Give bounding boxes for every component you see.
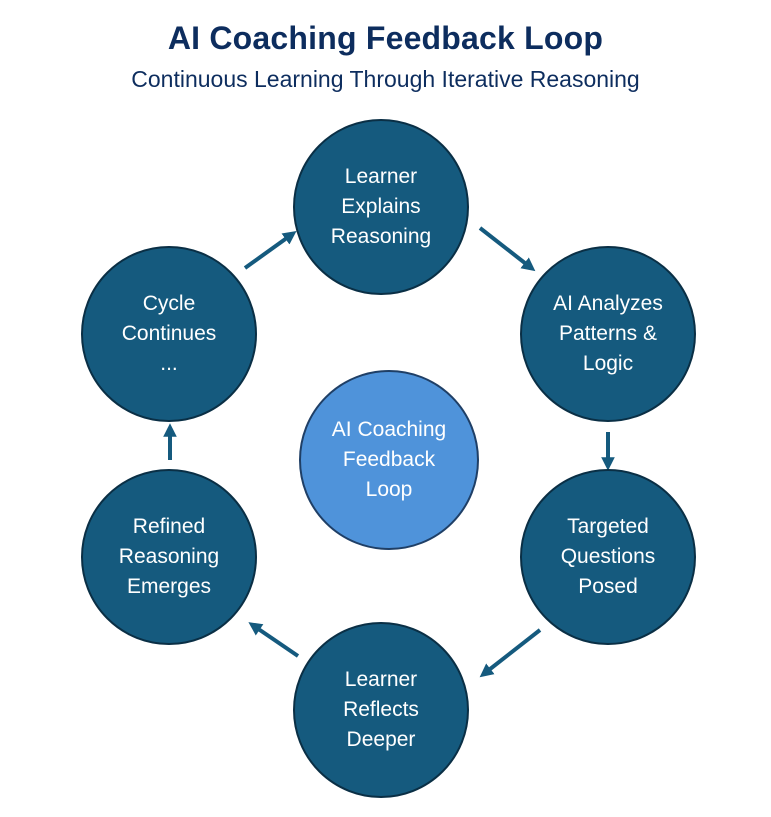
center-label: AI Coaching Feedback Loop [331,418,447,501]
step-learner-explains-reasoning: Learner Explains Reasoning [293,119,469,295]
diagram-subtitle: Continuous Learning Through Iterative Re… [131,66,640,92]
arrow-step3-to-step4 [479,628,542,678]
step-label: Cycle Continues ... [121,292,217,375]
step-label: AI Analyzes Patterns & Logic [553,292,663,375]
step-refined-reasoning: Refined Reasoning Emerges [81,469,257,645]
step-targeted-questions: Targeted Questions Posed [520,469,696,645]
arrow-step6-to-step1 [243,231,297,270]
step-ai-analyzes-patterns: AI Analyzes Patterns & Logic [520,246,696,422]
step-label: Refined Reasoning Emerges [118,515,220,598]
step-label: Targeted Questions Posed [560,515,656,598]
arrow-step4-to-step5 [248,622,300,658]
step-learner-reflects: Learner Reflects Deeper [293,622,469,798]
step-label: Learner Explains Reasoning [330,165,432,248]
center-hub: AI Coaching Feedback Loop [299,370,479,550]
step-cycle-continues: Cycle Continues ... [81,246,257,422]
step-label: Learner Reflects Deeper [343,668,419,751]
arrow-step1-to-step2 [478,226,536,272]
diagram-title: AI Coaching Feedback Loop [167,20,604,56]
